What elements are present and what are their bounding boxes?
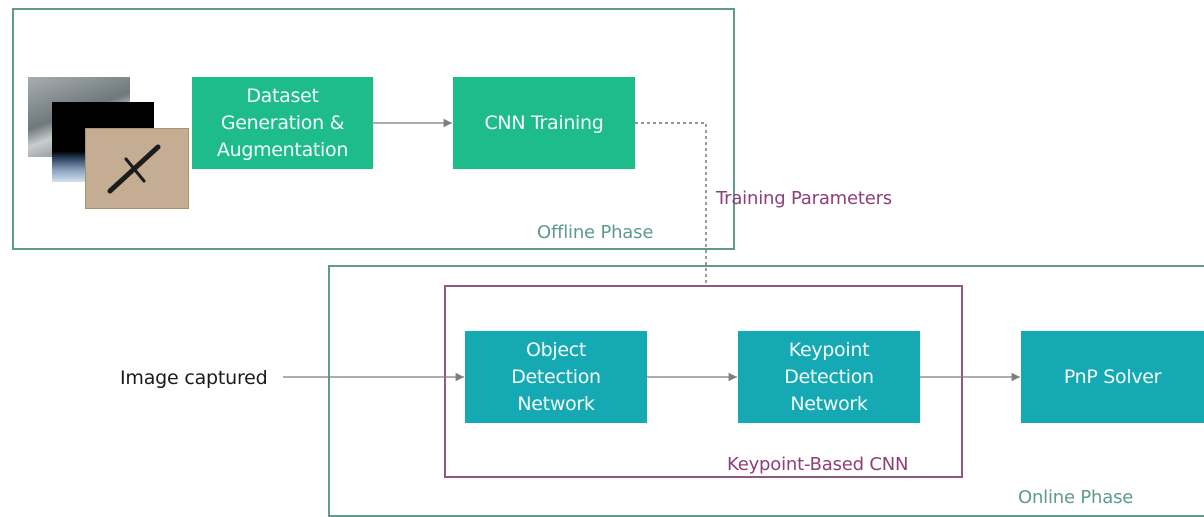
object-detection-label: Object Detection Network [511, 338, 601, 415]
keypoint-cnn-panel [444, 285, 963, 478]
keypoint-cnn-label: Keypoint-Based CNN [727, 454, 909, 475]
satellite-photo-thumbnail [85, 128, 189, 209]
keypoint-detection-box: Keypoint Detection Network [738, 331, 920, 423]
cnn-training-box: CNN Training [453, 77, 635, 169]
online-phase-label: Online Phase [1018, 487, 1134, 508]
offline-phase-label: Offline Phase [537, 222, 654, 243]
satellite-icon [107, 144, 161, 194]
cnn-training-label: CNN Training [484, 111, 604, 134]
keypoint-detection-label: Keypoint Detection Network [784, 338, 874, 415]
object-detection-box: Object Detection Network [465, 331, 647, 423]
offline-phase-panel [12, 8, 735, 250]
dataset-generation-box: Dataset Generation & Augmentation [192, 77, 373, 169]
training-parameters-dotted-line [635, 122, 707, 285]
image-captured-label: Image captured [120, 367, 268, 389]
dataset-generation-label: Dataset Generation & Augmentation [216, 84, 349, 161]
online-phase-panel [328, 265, 1204, 517]
pnp-solver-box: PnP Solver [1021, 331, 1204, 423]
training-parameters-label: Training Parameters [716, 188, 892, 209]
pnp-solver-label: PnP Solver [1063, 365, 1162, 388]
